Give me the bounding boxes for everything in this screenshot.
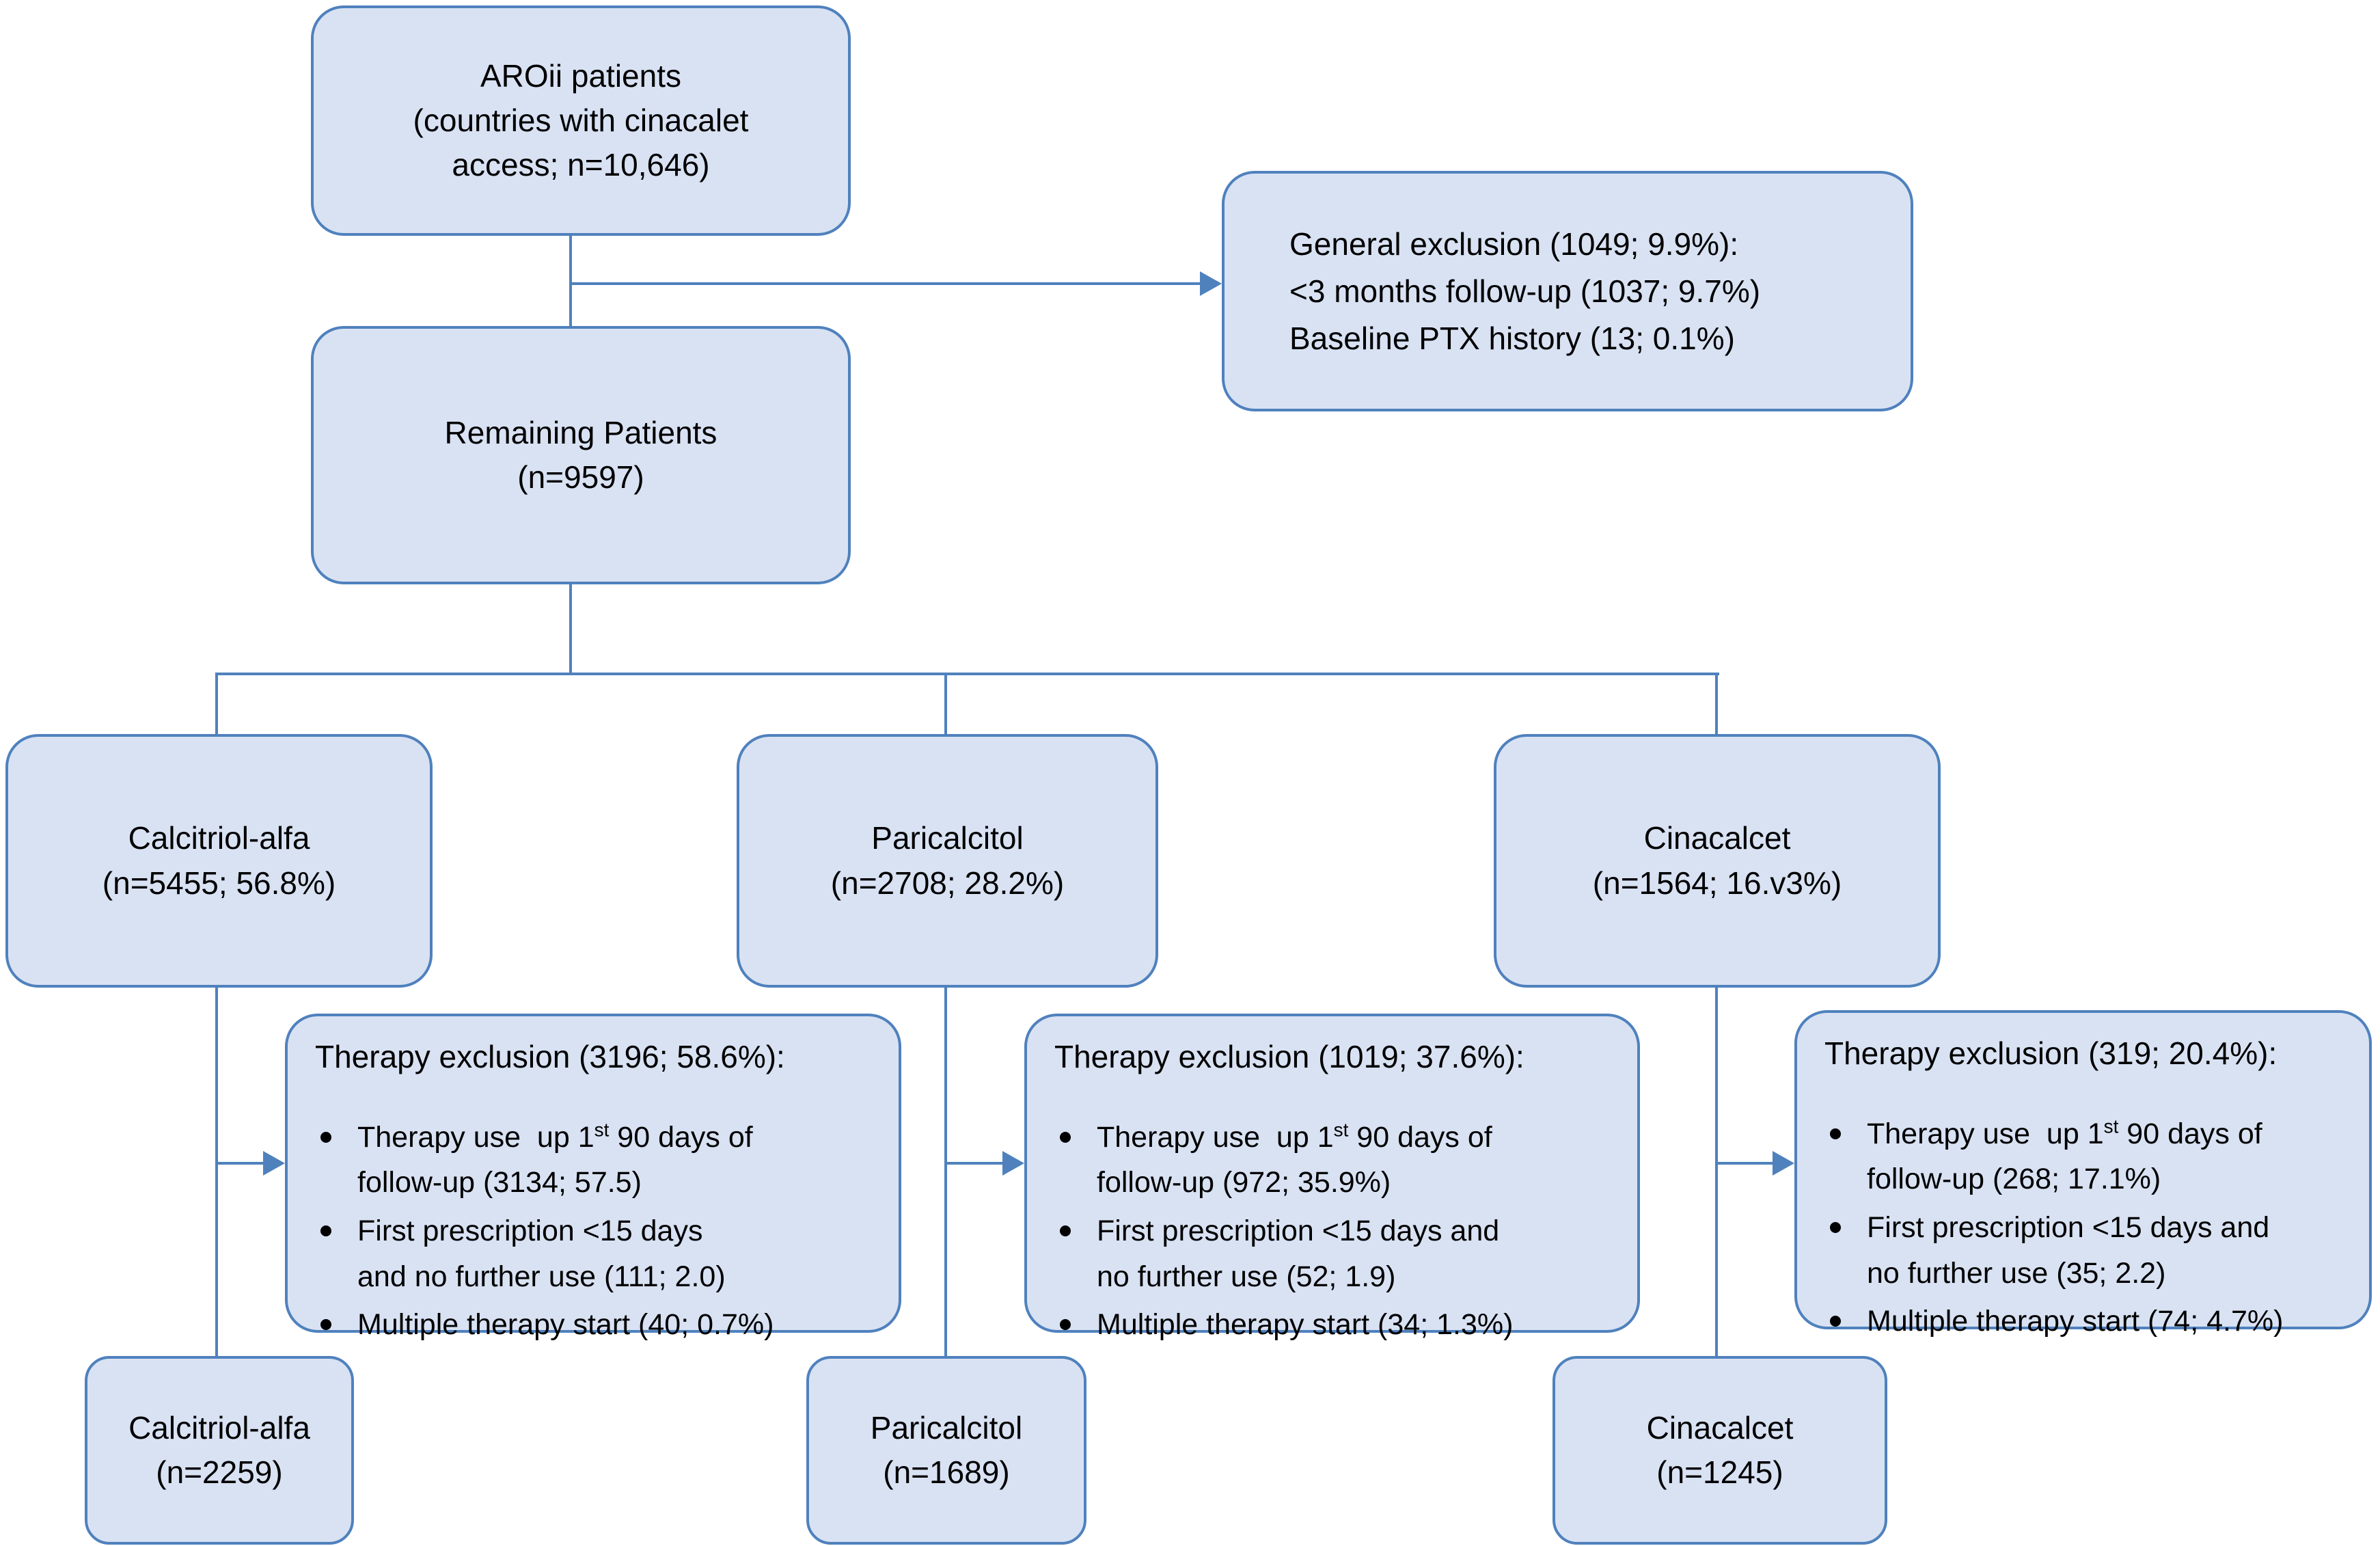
node-paricalcitol: Paricalcitol (n=2708; 28.2%) [737,734,1158,988]
bullet-dot-icon [1830,1128,1841,1139]
therapy-exclusion-list: Therapy use up 1st 90 days of follow-up … [1054,1115,1617,1348]
therapy-exclusion-title: Therapy exclusion (1019; 37.6%): [1054,1039,1524,1074]
node-general-exclusion: General exclusion (1049; 9.9%): <3 month… [1222,171,1913,411]
bullet-superscript: st [1333,1119,1349,1141]
connector-drop-cinacalcet [1715,673,1718,735]
box-therapy-exclusion-cinacalcet: Therapy exclusion (319; 20.4%): Therapy … [1794,1010,2372,1338]
node-text-line: (n=5455; 56.8%) [102,865,336,901]
therapy-exclusion-list: Therapy use up 1st 90 days of follow-up … [1824,1111,2349,1344]
node-calcitriol-alfa-final: Calcitriol-alfa (n=2259) [85,1356,354,1545]
bullet-text: 90 days of follow-up (268; 17.1%) [1867,1117,2262,1196]
connector-paricalcitol-to-final [944,986,947,1357]
exclusion-bullet: Multiple therapy start (74; 4.7%) [1824,1299,2349,1344]
bullet-superscript: st [2103,1115,2119,1137]
exclusion-bullet: Therapy use up 1st 90 days of follow-up … [315,1115,878,1206]
connector-to-te2 [946,1162,1004,1165]
node-text-line: Baseline PTX history (13; 0.1%) [1289,320,1735,356]
connector-to-te3 [1716,1162,1774,1165]
arrowhead-general-exclusion [1200,271,1222,296]
connector-remaining-to-split [569,584,572,674]
bullet-dot-icon [1060,1131,1071,1143]
bullet-text: 90 days of follow-up (972; 35.9%) [1097,1120,1492,1199]
node-text-line: (n=1245) [1656,1454,1783,1490]
bullet-dot-icon [320,1225,331,1237]
bullet-dot-icon [1060,1225,1071,1237]
bullet-text: First prescription <15 days and no furth… [1097,1215,1500,1293]
node-text-line: Calcitriol-alfa [128,1409,310,1446]
exclusion-bullet: First prescription <15 days and no furth… [1054,1208,1617,1299]
connector-calcitriol-to-final [215,986,218,1357]
bullet-text: Multiple therapy start (34; 1.3%) [1097,1308,1514,1342]
bullet-text: Therapy use up 1 [357,1120,594,1154]
node-text-line: (countries with cinacalet [413,102,749,138]
therapy-exclusion-list: Therapy use up 1st 90 days of follow-up … [315,1115,878,1348]
node-text-line: General exclusion (1049; 9.9%): [1289,226,1739,262]
exclusion-bullet: First prescription <15 days and no furth… [1824,1205,2349,1296]
bullet-text: First prescription <15 days and no furth… [1867,1211,2270,1290]
connector-drop-paricalcitol [944,673,947,735]
node-remaining-patients: Remaining Patients (n=9597) [311,326,851,584]
node-text-line: Remaining Patients [444,414,717,450]
exclusion-bullet: First prescription <15 days and no furth… [315,1208,878,1299]
node-text-line: (n=2708; 28.2%) [830,865,1065,901]
bullet-text: 90 days of follow-up (3134; 57.5) [357,1120,753,1199]
node-text-line: (n=9597) [517,459,644,495]
bullet-dot-icon [1830,1222,1841,1234]
exclusion-bullet: Therapy use up 1st 90 days of follow-up … [1824,1111,2349,1202]
node-calcitriol-alfa: Calcitriol-alfa (n=5455; 56.8%) [5,734,433,988]
bullet-text: Therapy use up 1 [1867,1117,2104,1150]
node-cinacalcet: Cinacalcet (n=1564; 16.v3%) [1494,734,1941,988]
exclusion-bullet: Multiple therapy start (40; 0.7%) [315,1302,878,1348]
connector-drop-calcitriol [215,673,218,735]
node-text-line: (n=1564; 16.v3%) [1592,865,1842,901]
node-text-line: (n=1689) [883,1454,1010,1490]
connector-cinacalcet-to-final [1715,986,1718,1357]
node-text-line: Cinacalcet [1646,1409,1794,1446]
node-text-line: (n=2259) [156,1454,283,1490]
node-cinacalcet-final: Cinacalcet (n=1245) [1553,1356,1887,1545]
box-therapy-exclusion-paricalcitol: Therapy exclusion (1019; 37.6%): Therapy… [1024,1014,1640,1341]
bullet-dot-icon [320,1319,331,1331]
node-text-line: AROii patients [480,57,681,94]
arrowhead-te1 [263,1151,285,1176]
node-aroii-patients: AROii patients (countries with cinacalet… [311,5,851,236]
node-text-line: Paricalcitol [871,820,1024,856]
bullet-text: Multiple therapy start (40; 0.7%) [357,1308,774,1342]
arrowhead-te2 [1002,1151,1024,1176]
bullet-text: Therapy use up 1 [1097,1120,1334,1154]
connector-to-general-exclusion [569,282,1201,285]
node-text-line: Calcitriol-alfa [128,820,310,856]
bullet-dot-icon [1830,1316,1841,1327]
bullet-text: First prescription <15 days and no furth… [357,1215,726,1293]
bullet-text: Multiple therapy start (74; 4.7%) [1867,1305,2284,1338]
node-text-line: Paricalcitol [870,1409,1023,1446]
therapy-exclusion-title: Therapy exclusion (3196; 58.6%): [315,1039,785,1074]
connector-to-te1 [217,1162,264,1165]
node-paricalcitol-final: Paricalcitol (n=1689) [806,1356,1086,1545]
box-therapy-exclusion-calcitriol: Therapy exclusion (3196; 58.6%): Therapy… [285,1014,901,1341]
bullet-superscript: st [594,1119,610,1141]
therapy-exclusion-title: Therapy exclusion (319; 20.4%): [1824,1035,2278,1071]
node-text-line: Cinacalcet [1643,820,1791,856]
exclusion-bullet: Therapy use up 1st 90 days of follow-up … [1054,1115,1617,1206]
bullet-dot-icon [1060,1319,1071,1331]
connector-split-horizontal [215,673,1719,675]
connector-aroii-to-remaining [569,236,572,327]
arrowhead-te3 [1773,1151,1794,1176]
node-text-line: access; n=10,646) [452,147,710,183]
exclusion-bullet: Multiple therapy start (34; 1.3%) [1054,1302,1617,1348]
bullet-dot-icon [320,1131,331,1143]
node-text-line: <3 months follow-up (1037; 9.7%) [1289,273,1761,309]
